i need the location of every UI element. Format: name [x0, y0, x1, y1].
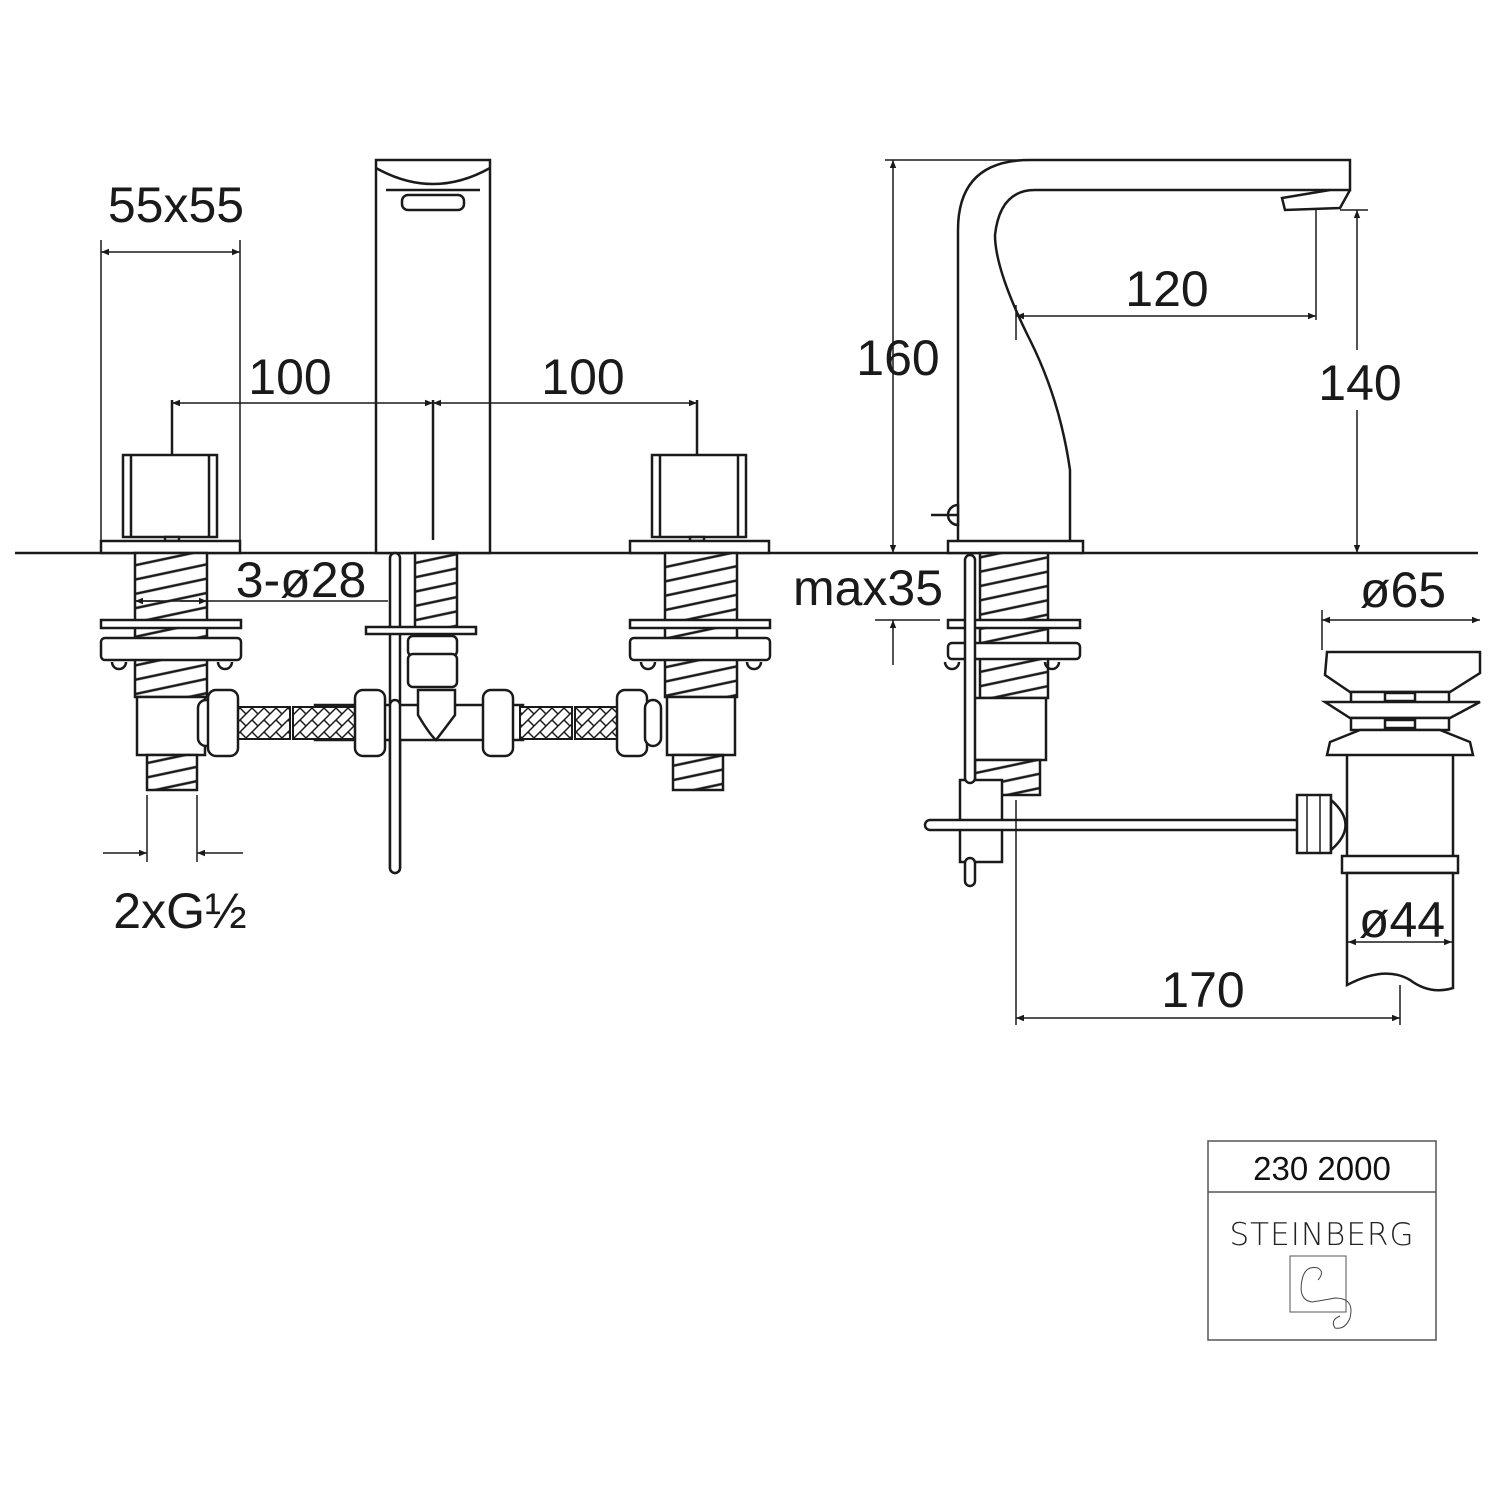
side-valve-body: [943, 551, 1082, 888]
article-number: 230 2000: [1253, 1150, 1391, 1187]
title-block: 230 2000 STEINBERG: [1207, 1140, 1437, 1341]
right-handle: [628, 400, 771, 555]
dim-o44: ø44: [1348, 892, 1452, 948]
dim-label-170: 170: [1161, 962, 1244, 1018]
braided-hoses: [196, 688, 663, 758]
dim-max35: max35: [793, 560, 943, 665]
dim-120: 120: [1015, 210, 1317, 340]
dim-label-120: 120: [1125, 261, 1208, 317]
dim-label-55x55: 55x55: [108, 177, 244, 233]
brand-logo-icon: [1289, 1255, 1352, 1329]
right-valve-body: [628, 551, 772, 792]
dim-label-3-o28: 3-ø28: [236, 552, 367, 608]
front-spout: [374, 158, 492, 555]
dim-170: 170: [1015, 800, 1401, 1025]
dim-160: 160: [856, 159, 1030, 553]
dim-label-o44: ø44: [1359, 892, 1445, 948]
pop-up-waste: [923, 650, 1482, 992]
brand-name: STEINBERG: [1230, 1217, 1415, 1253]
dim-140: 140: [1310, 209, 1410, 553]
dim-label-max35: max35: [793, 560, 943, 616]
dim-label-140: 140: [1318, 355, 1401, 411]
dim-3-o28: 3-ø28: [135, 552, 388, 608]
dim-label-100-right: 100: [541, 349, 624, 405]
dim-label-100-left: 100: [248, 349, 331, 405]
dim-o65: ø65: [1321, 562, 1480, 650]
dim-100-pair: 100 100: [172, 349, 697, 407]
dim-2xg12: 2xG½: [103, 795, 247, 939]
dim-label-2xg12: 2xG½: [113, 883, 246, 939]
dim-label-160: 160: [856, 330, 939, 386]
side-spout: [931, 158, 1352, 555]
left-valve-body: [99, 551, 243, 792]
dim-label-o65: ø65: [1360, 562, 1446, 618]
dim-55x55: 55x55: [100, 177, 244, 540]
left-handle: [99, 400, 242, 555]
